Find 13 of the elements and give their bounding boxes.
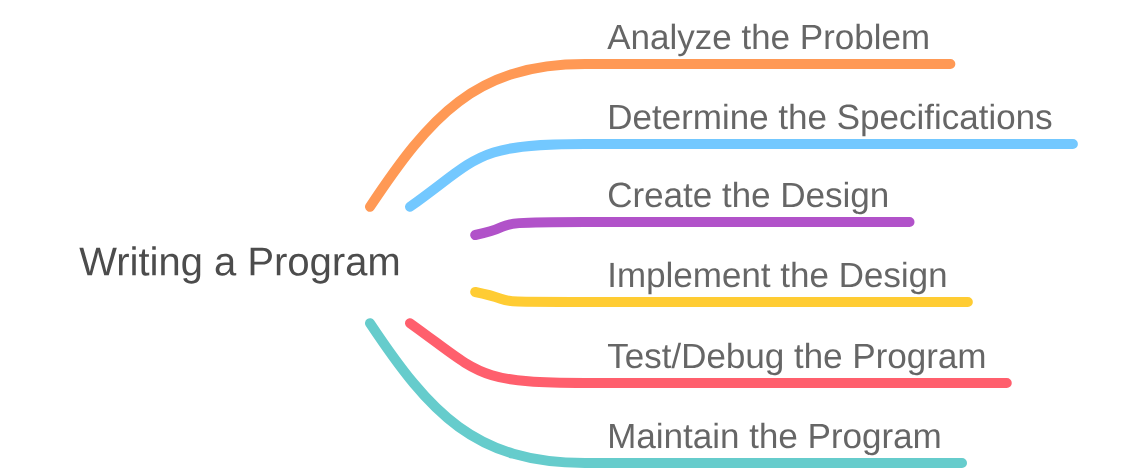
- branch-label: Create the Design: [609, 181, 887, 215]
- branch-label: Determine the Specifications: [610, 103, 1052, 137]
- branch-label: Maintain the Program: [610, 422, 940, 456]
- branch-line: [470, 217, 915, 240]
- branch-label: Test/Debug the Program: [608, 342, 985, 376]
- branch-line: [405, 318, 1012, 388]
- branch-line: [470, 287, 973, 307]
- branch-line: [365, 318, 967, 468]
- branch-label: Implement the Design: [610, 261, 946, 295]
- branch-line: [365, 59, 956, 212]
- central-topic: Writing a Program: [79, 246, 399, 284]
- branch-label: Analyze the Problem: [607, 23, 928, 57]
- branch-line: [405, 139, 1078, 212]
